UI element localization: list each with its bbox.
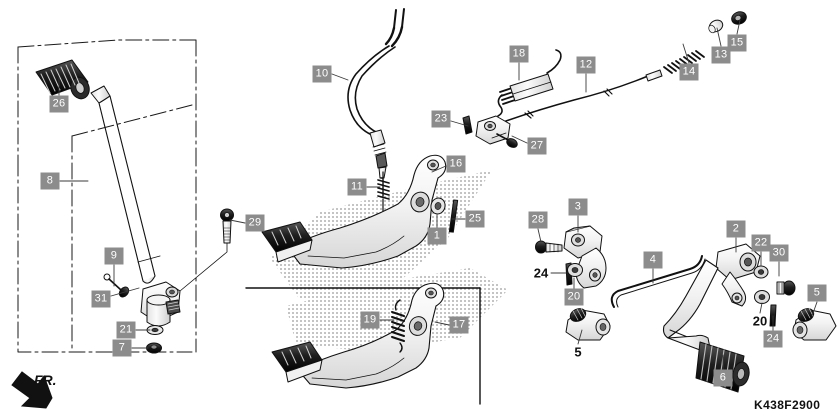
callout-31[interactable]: 31 [91,290,111,308]
callout-4[interactable]: 4 [643,251,663,269]
callout-24[interactable]: 24 [533,265,549,281]
callout-leader-23 [450,120,469,127]
callout-5b[interactable]: 5 [807,284,827,302]
callout-17[interactable]: 17 [449,316,469,334]
callout-26[interactable]: 26 [49,95,69,113]
callout-3[interactable]: 3 [568,198,588,216]
callout-24b[interactable]: 24 [763,330,783,348]
callout-leader-28 [537,228,542,243]
callout-leader-15 [736,19,741,35]
callout-12[interactable]: 12 [576,56,596,74]
callout-22[interactable]: 22 [751,234,771,252]
callout-13[interactable]: 13 [711,46,731,64]
part-5-shift-pedal-joint-right [792,307,837,341]
front-direction-label: FR. [34,372,57,388]
front-direction-arrow [11,371,53,409]
part-20-washer-right [754,290,770,304]
callout-20[interactable]: 20 [564,288,584,306]
part-18-brake-rod [497,49,562,117]
callout-leader-29 [229,219,246,224]
callout-30[interactable]: 30 [769,244,789,262]
callout-1[interactable]: 1 [427,227,447,245]
callout-leader-10 [331,73,349,81]
part-13-cable-boot [708,19,724,34]
callout-leader-lines [58,19,818,370]
callout-2[interactable]: 2 [726,220,746,238]
callout-15[interactable]: 15 [727,34,747,52]
part-16-brake-pedal [261,154,447,269]
callout-23[interactable]: 23 [431,110,451,128]
part-9-pedal-bracket [140,281,181,327]
callout-leader-20 [759,302,763,314]
callout-28[interactable]: 28 [528,211,548,229]
part-24-pin-right [769,304,777,327]
callout-14[interactable]: 14 [679,63,699,81]
callout-9[interactable]: 9 [104,247,124,265]
part-19-return-spring-lower [391,299,405,353]
callout-leader-14 [682,43,690,64]
callout-19[interactable]: 19 [360,311,380,329]
part-17-brake-pedal-lower [271,282,445,389]
callout-27[interactable]: 27 [527,137,547,155]
callout-18[interactable]: 18 [509,45,529,63]
part-20-washer-left [567,263,583,277]
callout-leader-27 [511,135,528,144]
callout-20b[interactable]: 20 [752,313,768,329]
callout-16[interactable]: 16 [446,155,466,173]
callout-leader-31 [110,287,140,297]
callout-6[interactable]: 6 [713,369,733,387]
part-7-nut [146,342,162,354]
diagram-code: K438F2900 [754,398,821,412]
callout-leader-13 [716,27,722,47]
callout-11[interactable]: 11 [347,178,367,196]
part-25-cotter-pin [448,199,459,233]
part-1-pivot-collar [430,197,446,215]
callout-29[interactable]: 29 [245,214,265,232]
part-2-gearshift-pedal [662,243,761,352]
callout-8[interactable]: 8 [40,172,60,190]
part-23-pin [462,115,473,135]
callout-5[interactable]: 5 [574,344,582,360]
part-28-bolt [535,240,563,254]
part-5-shift-pedal-joint-left [565,307,611,341]
callout-leader-16 [431,165,447,173]
callout-leader-5 [811,301,818,317]
callout-25[interactable]: 25 [465,210,485,228]
callout-leader-17 [434,321,450,326]
part-30-bolt [776,280,796,296]
part-3-shift-arm-holder [563,225,607,289]
part-21-washer [146,325,164,335]
part-10-brake-switch [347,8,405,197]
part-27-clip [496,133,518,148]
callout-10[interactable]: 10 [312,65,332,83]
callout-21[interactable]: 21 [116,321,136,339]
part-joint-bracket [475,115,511,145]
callout-7[interactable]: 7 [112,339,132,357]
part-15-cable-nut [731,11,747,25]
part-26-pedal-rubber [35,59,90,100]
part-29-pivot-bolt [179,208,234,292]
group-boundary-8 [17,39,197,353]
part-12-brake-cable [491,69,663,127]
part-22-washer [753,265,769,279]
part-4-shift-link-rod [610,255,706,308]
callout-leader-5 [577,329,583,345]
part-8-brake-pedal-arm [90,85,161,284]
